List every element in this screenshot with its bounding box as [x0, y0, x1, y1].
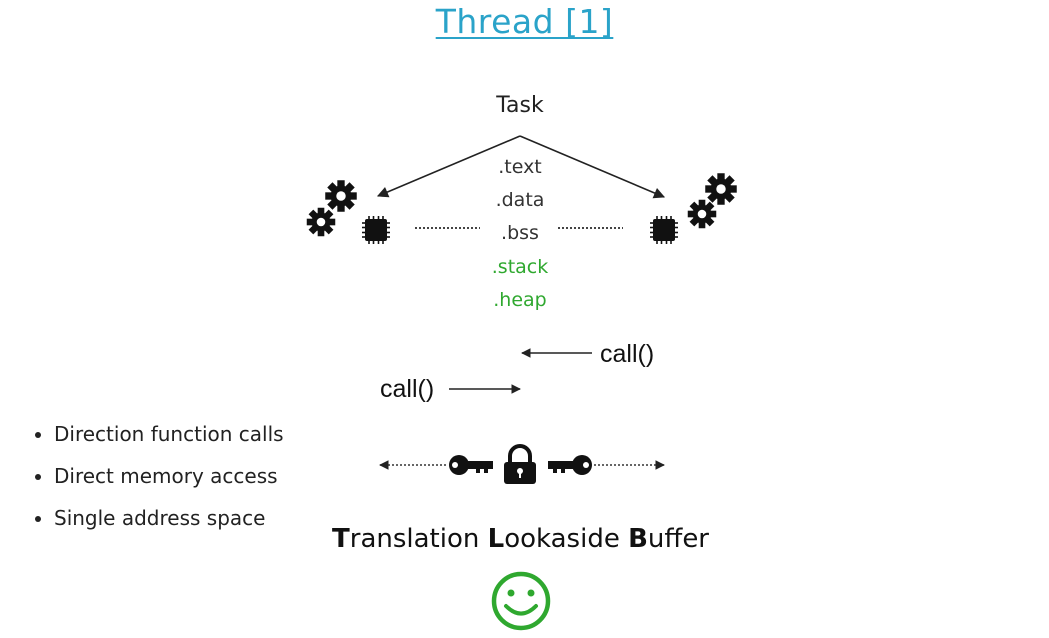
tlb-word-buffer: uffer: [647, 524, 709, 554]
segment-text: .text: [498, 156, 542, 178]
call-label-right: call(): [600, 340, 654, 368]
tlb-word-translation: ranslation: [349, 524, 488, 554]
padlock-icon: [504, 444, 536, 484]
tlb-initial-t: T: [332, 524, 350, 554]
bullet-list: Direction function calls Direct memory a…: [24, 421, 284, 547]
tlb-word-lookaside: ookaside: [504, 524, 629, 554]
gears-icon: [687, 173, 737, 229]
cpu-chip-icon: [649, 215, 679, 245]
segment-heap: .heap: [493, 289, 546, 311]
list-item: Direction function calls: [54, 421, 284, 448]
segment-stack: .stack: [492, 256, 548, 278]
memory-segments: .text .data .bss .stack .heap: [492, 156, 548, 311]
key-icon: [548, 455, 592, 475]
page-title[interactable]: Thread [1]: [435, 2, 614, 41]
tlb-heading: Translation Lookaside Buffer: [0, 524, 1041, 554]
tlb-initial-l: L: [487, 524, 505, 554]
task-label: Task: [495, 93, 544, 118]
segment-bss: .bss: [501, 222, 539, 244]
tlb-initial-b: B: [628, 524, 648, 554]
segment-data: .data: [496, 189, 545, 211]
list-item: Single address space: [54, 505, 284, 532]
cpu-chip-icon: [361, 215, 391, 245]
list-item: Direct memory access: [54, 463, 284, 490]
key-icon: [449, 455, 493, 475]
gears-icon: [306, 180, 357, 237]
call-label-left: call(): [380, 375, 434, 403]
task-branch-arrows: [376, 135, 666, 199]
smiley-icon: [491, 571, 551, 631]
